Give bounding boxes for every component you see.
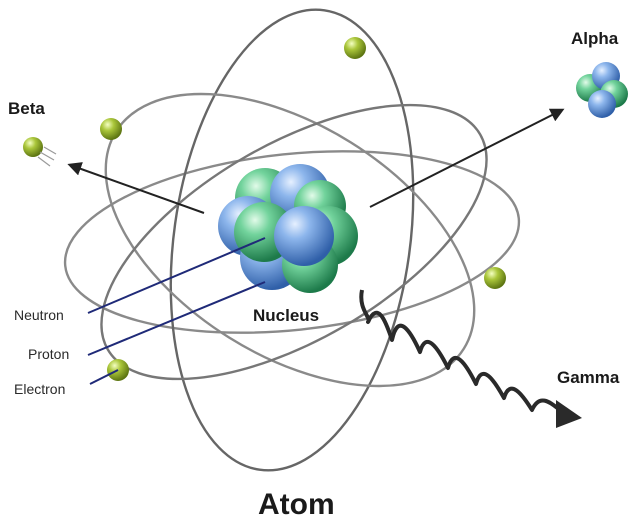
neutron-pointer	[87, 237, 266, 314]
electron	[100, 118, 122, 140]
diagram-title: Atom	[258, 488, 335, 521]
electron	[344, 37, 366, 59]
orbit-electrons	[100, 37, 506, 381]
label-neutron: Neutron	[14, 307, 64, 323]
orbit-horizontal	[63, 150, 521, 334]
beta-arrow	[67, 162, 205, 214]
gamma-arrowhead	[556, 400, 582, 428]
beta-particle	[23, 137, 57, 167]
label-beta: Beta	[8, 99, 45, 118]
label-gamma: Gamma	[557, 368, 620, 387]
orbit-diagonal-b	[100, 103, 488, 381]
motion-lines	[37, 146, 57, 167]
proton	[588, 90, 616, 118]
label-nucleus: Nucleus	[253, 306, 319, 325]
orbit-vertical	[169, 8, 415, 472]
electron	[23, 137, 43, 157]
gamma-wave	[359, 289, 562, 412]
electron	[484, 267, 506, 289]
nucleus	[218, 164, 358, 293]
electron-pointer	[89, 369, 119, 385]
label-proton: Proton	[28, 346, 69, 362]
alpha-arrow	[369, 108, 565, 208]
pointer-lines	[87, 237, 266, 385]
proton	[274, 206, 334, 266]
label-alpha: Alpha	[571, 29, 619, 48]
orbits	[63, 8, 521, 472]
alpha-particle	[576, 62, 628, 118]
label-electron: Electron	[14, 381, 65, 397]
proton-pointer	[87, 281, 266, 356]
